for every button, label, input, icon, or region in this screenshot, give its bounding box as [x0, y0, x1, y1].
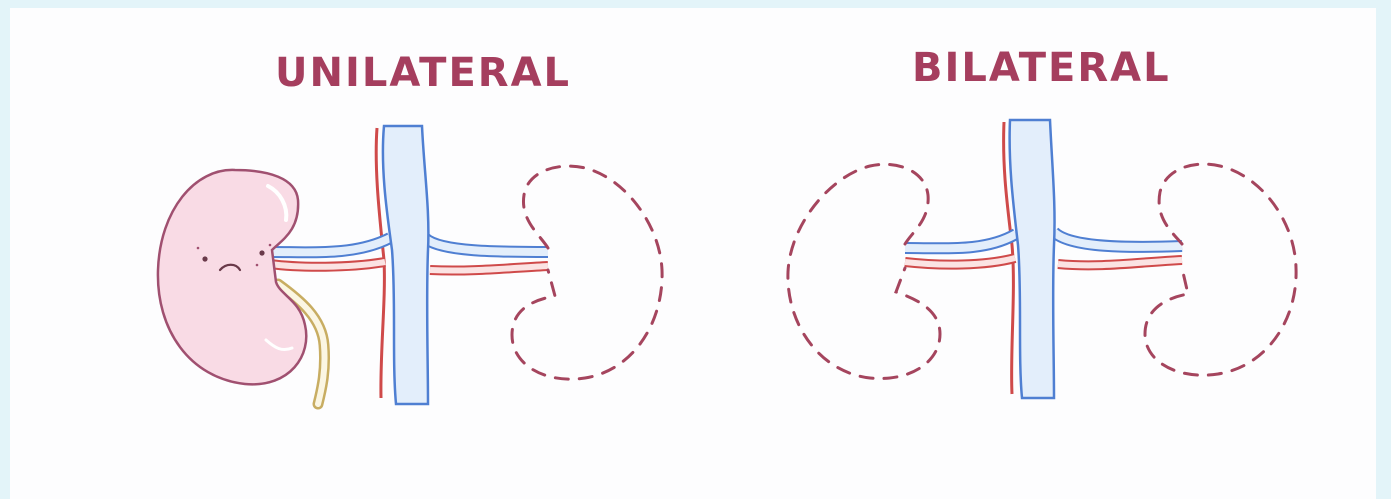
dashed-kidney-outline-icon	[1145, 164, 1296, 375]
kidney-face-icon	[158, 170, 306, 384]
vena-cava-right	[1010, 120, 1055, 398]
dashed-kidney-outline-icon	[512, 166, 662, 379]
unilateral-diagram	[158, 126, 662, 404]
vena-cava	[383, 126, 428, 404]
bilateral-diagram	[788, 120, 1296, 398]
dashed-kidney-outline-icon	[788, 164, 940, 378]
